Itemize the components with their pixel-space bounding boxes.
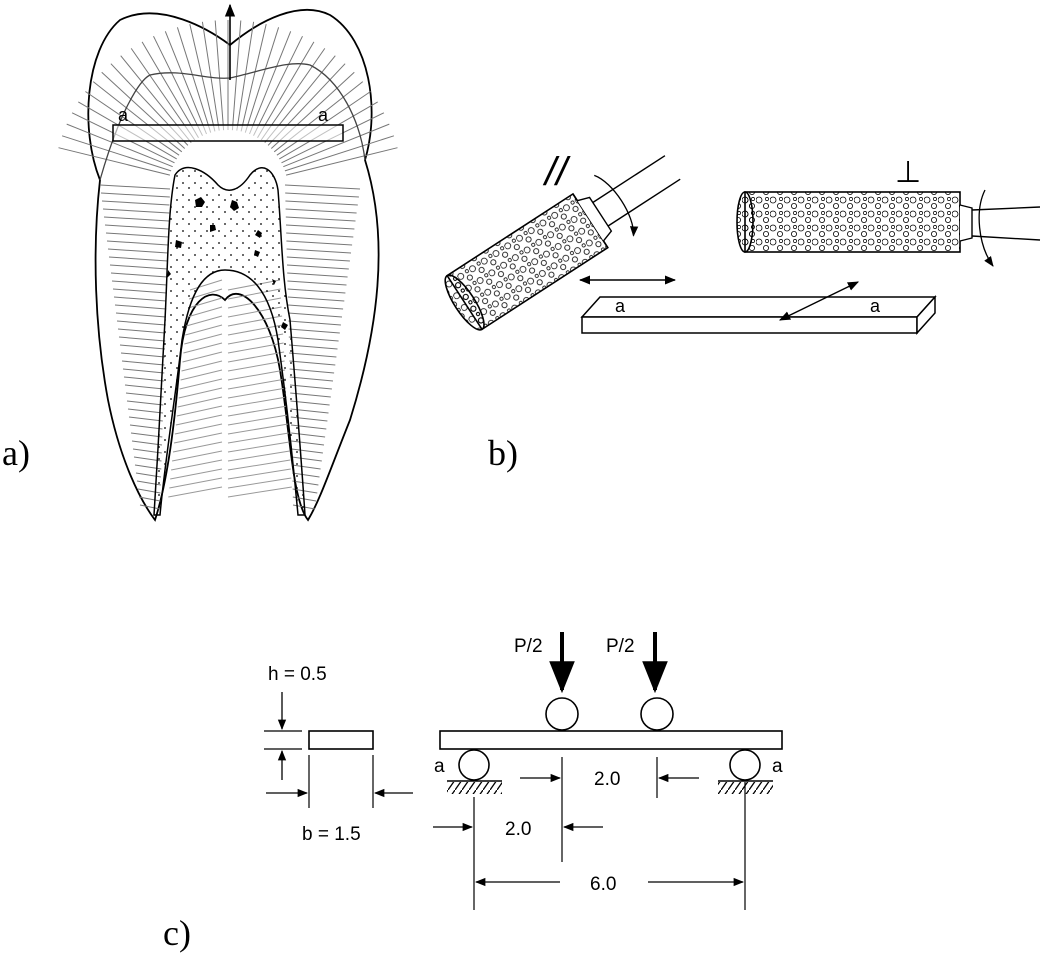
dim-inner-label: 2.0 — [594, 769, 620, 790]
panel-a-tooth: a a — [58, 3, 398, 522]
pulp-chamber — [153, 166, 306, 516]
load-right-label: P/2 — [606, 636, 635, 657]
panel-c-label: c) — [163, 913, 191, 953]
bar-b-label-right: a — [870, 296, 881, 316]
support-hatch-left — [447, 782, 502, 794]
load-roller-right — [640, 697, 674, 731]
perpendicular-symbol: ⊥ — [895, 156, 921, 189]
perpendicular-motion-arrow — [778, 281, 860, 321]
load-left-label: P/2 — [514, 636, 543, 657]
height-label: h = 0.5 — [268, 664, 327, 685]
support-roller-right — [729, 749, 761, 781]
width-label: b = 1.5 — [302, 824, 361, 845]
cross-section — [308, 730, 374, 750]
dim-span-label: 6.0 — [590, 874, 616, 895]
parallel-symbol: // — [542, 150, 571, 194]
perpendicular-bur — [736, 189, 1041, 267]
dim-lower-label: 2.0 — [505, 819, 531, 840]
parallel-bur — [444, 155, 681, 331]
specimen-bar-b — [580, 295, 937, 335]
specimen-bar-a — [112, 124, 344, 142]
beam — [439, 730, 783, 750]
support-label-left: a — [434, 756, 445, 777]
bar-b-label-left: a — [615, 296, 626, 316]
panel-a-label: a) — [2, 433, 30, 473]
bar-label-left: a — [118, 105, 129, 125]
load-roller-left — [545, 697, 579, 731]
support-roller-left — [458, 749, 490, 781]
panel-b-label: b) — [488, 433, 518, 473]
panel-c-bending: P/2 P/2 a a h = 0.5 b = 1.5 2.0 — [264, 632, 783, 910]
pulp-blobs — [167, 197, 288, 330]
support-label-right: a — [772, 756, 783, 777]
panel-b-burs: // ⊥ a a — [444, 150, 1041, 335]
bar-label-right: a — [318, 105, 329, 125]
